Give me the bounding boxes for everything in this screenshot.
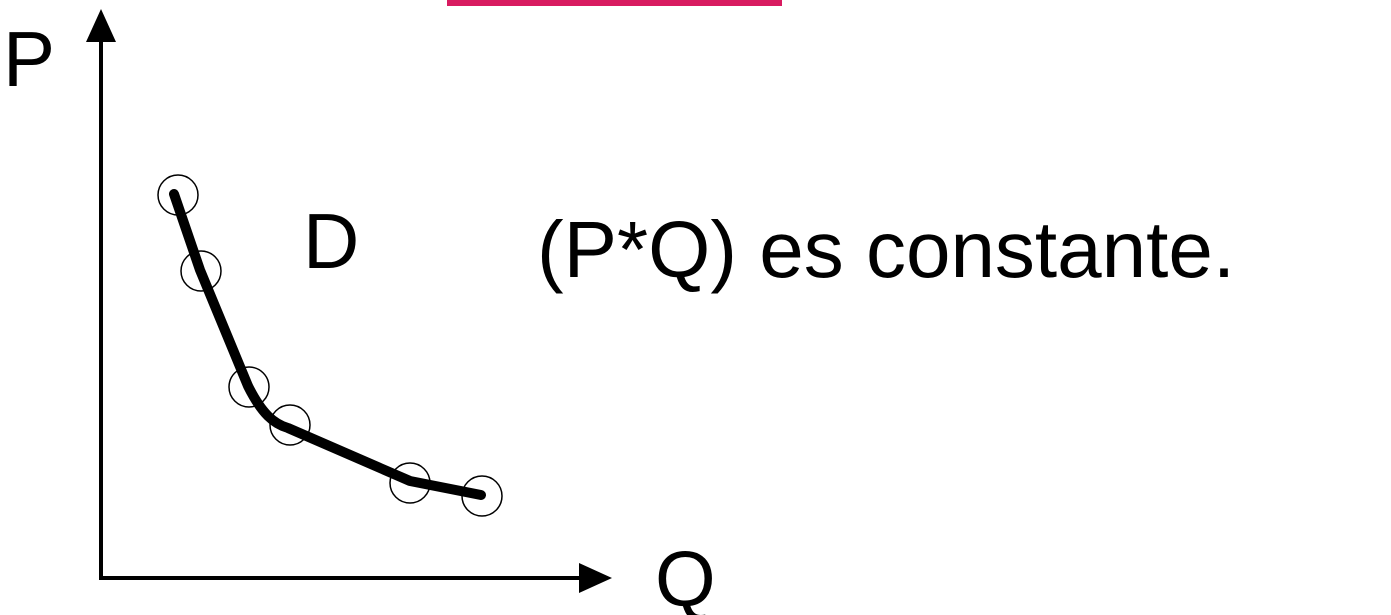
curve-point-marker bbox=[180, 250, 222, 292]
curve-point-marker bbox=[389, 462, 431, 504]
statement-text: (P*Q) es constante. bbox=[537, 205, 1235, 294]
curve-point-marker bbox=[157, 174, 199, 216]
y-axis-arrowhead bbox=[86, 9, 116, 42]
x-axis-arrowhead bbox=[579, 563, 612, 593]
accent-bar bbox=[447, 0, 782, 6]
curve-point-marker bbox=[269, 404, 311, 446]
curve-label: D bbox=[303, 197, 359, 285]
demand-curve bbox=[169, 189, 486, 500]
x-axis-label: Q bbox=[655, 535, 716, 615]
y-axis-label: P bbox=[3, 15, 55, 103]
curve-point-marker bbox=[228, 366, 270, 408]
curve-point-marker bbox=[461, 475, 503, 517]
